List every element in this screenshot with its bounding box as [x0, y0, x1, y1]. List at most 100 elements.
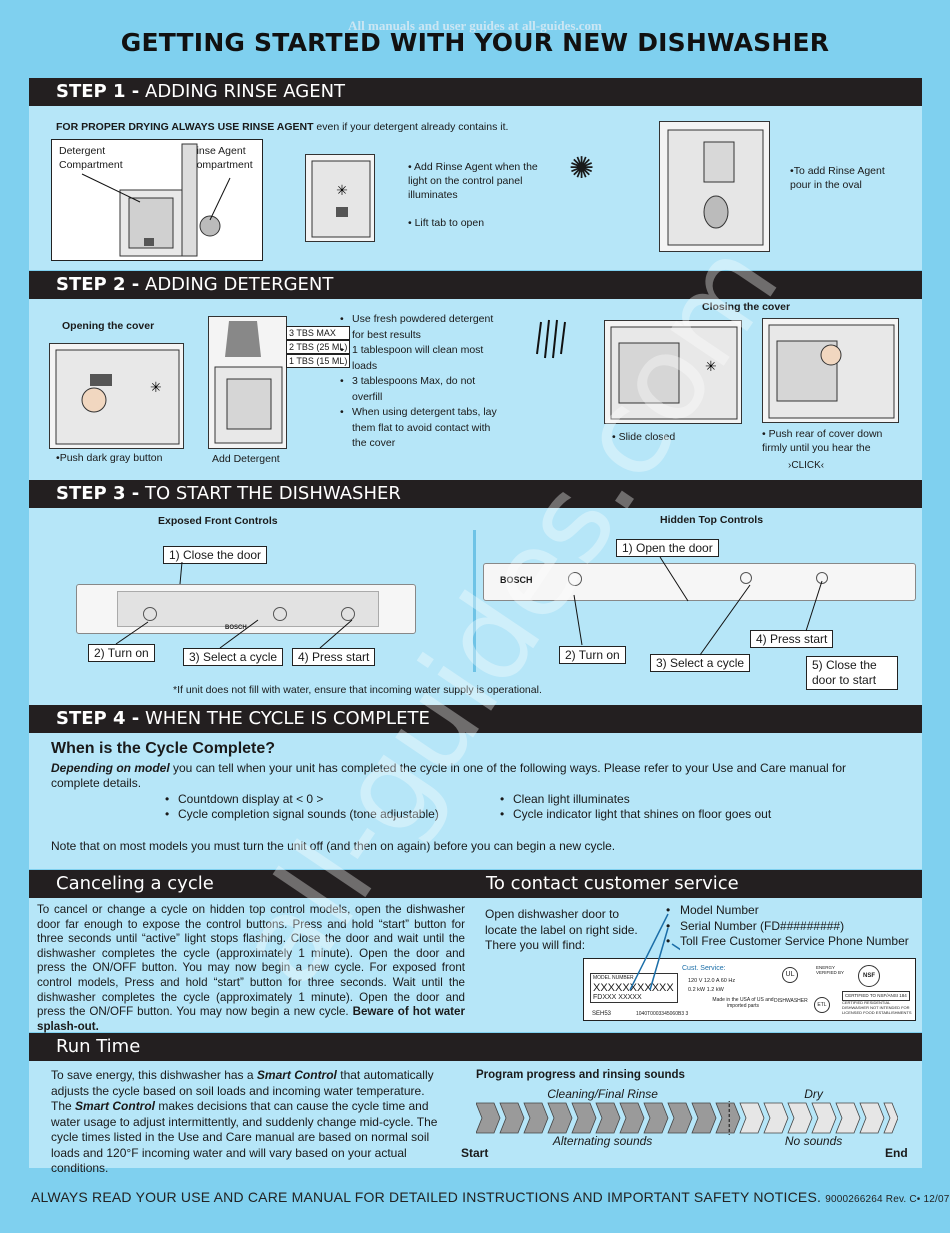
- step1-heading: STEP 1 - ADDING RINSE AGENT: [29, 78, 922, 106]
- completion-signs-left: Countdown display at < 0 > Cycle complet…: [165, 792, 439, 822]
- label-model-number: XXXXXXXXXXX: [593, 982, 674, 994]
- runtime-body-text: makes decisions that can cause the cycle…: [51, 1099, 438, 1175]
- runtime-heading: Run Time: [29, 1033, 922, 1061]
- top-control-panel: BOSCH: [483, 563, 916, 601]
- progress-start-label: Start: [461, 1146, 489, 1160]
- completion-sign: Countdown display at < 0 >: [165, 792, 439, 807]
- compartment-illustration: [81, 143, 231, 257]
- push-rear-text: Push rear of cover down firmly until you…: [762, 428, 883, 454]
- top-callout-lines: [573, 556, 823, 656]
- click-text: CLICK: [791, 460, 821, 471]
- watermark-top: All manuals and user guides at all-guide…: [348, 18, 602, 33]
- step2-heading-number: STEP 2 -: [56, 274, 140, 295]
- label-model-header: MODEL NUMBER: [593, 975, 634, 981]
- cancel-contact-bar: Canceling a cycle To contact customer se…: [29, 870, 922, 898]
- step2-heading-text: ADDING DETERGENT: [145, 274, 334, 295]
- push-button-caption: •Push dark gray button: [56, 451, 162, 465]
- progress-segment-cleaning: [499, 1102, 525, 1134]
- phase-cleaning-label: Cleaning/Final Rinse: [547, 1087, 658, 1101]
- top-cycle-button[interactable]: [740, 572, 752, 584]
- pour-oval-illustration: [659, 121, 770, 252]
- slide-closed-text: Slide closed: [618, 431, 676, 443]
- step4-heading: STEP 4 - WHEN THE CYCLE IS COMPLETE: [29, 705, 922, 733]
- step3-heading: STEP 3 - TO START THE DISHWASHER: [29, 480, 922, 508]
- step3-divider: [473, 530, 476, 672]
- lift-tab-note: • Lift tab to open: [408, 216, 484, 230]
- cancel-body-text: To cancel or change a cycle on hidden to…: [37, 903, 465, 1019]
- bullet-dot: •: [408, 217, 415, 229]
- label-cust-service: Cust. Service:: [682, 965, 726, 972]
- completion-sign: Clean light illuminates: [500, 792, 771, 807]
- slide-closed-caption: • Slide closed: [612, 430, 675, 444]
- cancel-warning: Beware of hot water splash-out.: [37, 1005, 465, 1033]
- program-progress-title: Program progress and rinsing sounds: [476, 1069, 685, 1081]
- etl-logo: ETL: [814, 997, 830, 1013]
- click-label: ›CLICK‹: [788, 460, 825, 471]
- runtime-body-text: To save energy, this dishwasher has a: [51, 1068, 257, 1082]
- front-step-press-start: 4) Press start: [292, 648, 376, 666]
- progress-segment-dry: [859, 1102, 885, 1134]
- progress-segment-cleaning: [667, 1102, 693, 1134]
- progress-segment-cleaning: [691, 1102, 717, 1134]
- step3-heading-number: STEP 3 -: [56, 483, 140, 504]
- cycle-complete-intro: Depending on model you can tell when you…: [51, 761, 897, 791]
- pour-oval-text: To add Rinse Agent pour in the oval: [790, 165, 885, 191]
- front-callout-lines: [115, 561, 353, 649]
- open-cover-illustration: ✳: [49, 343, 184, 449]
- front-cycle-knob[interactable]: [273, 607, 287, 621]
- indicator-light-icon: ✺: [569, 151, 595, 186]
- restart-note: Note that on most models you must turn t…: [51, 839, 616, 853]
- step1-intro: FOR PROPER DRYING ALWAYS USE RINSE AGENT…: [56, 120, 508, 134]
- runtime-body: To save energy, this dishwasher has a Sm…: [51, 1068, 448, 1177]
- cancel-heading: Canceling a cycle: [56, 873, 214, 894]
- top-power-button[interactable]: [568, 572, 582, 586]
- push-rear-illustration: [762, 318, 899, 423]
- progress-segment-cleaning: [547, 1102, 573, 1134]
- svg-text:✳: ✳: [336, 183, 348, 199]
- front-control-panel: BOSCH: [76, 584, 416, 634]
- front-power-knob[interactable]: [143, 607, 157, 621]
- detergent-tip: 3 tablespoons Max, do not overfill: [340, 374, 498, 405]
- bullet-dot: •: [612, 431, 619, 443]
- pour-oval-note: •To add Rinse Agent pour in the oval: [790, 164, 902, 192]
- progress-segment-cleaning: [619, 1102, 645, 1134]
- step1-intro-bold: FOR PROPER DRYING ALWAYS USE RINSE AGENT: [56, 121, 314, 133]
- opening-cover-title: Opening the cover: [62, 320, 155, 332]
- detergent-tips: Use fresh powdered detergent for best re…: [340, 312, 498, 452]
- footer-text: ALWAYS READ YOUR USE AND CARE MANUAL FOR…: [31, 1189, 822, 1205]
- add-detergent-illustration: [208, 316, 287, 449]
- sound-none-label: No sounds: [784, 1134, 843, 1148]
- top-start-button[interactable]: [816, 572, 828, 584]
- step1-heading-number: STEP 1 -: [56, 81, 140, 102]
- top-step-open-door: 1) Open the door: [616, 539, 719, 557]
- front-start-button[interactable]: [341, 607, 355, 621]
- step1-intro-rest: even if your detergent already contains …: [313, 121, 509, 133]
- top-step-close-door: 5) Close the door to start: [806, 656, 898, 690]
- bullet-dot: •: [790, 165, 794, 177]
- exposed-controls-title: Exposed Front Controls: [158, 515, 278, 527]
- contact-item: Toll Free Customer Service Phone Number: [666, 934, 909, 950]
- hidden-controls-title: Hidden Top Controls: [660, 514, 764, 526]
- progress-segment-cleaning: [595, 1102, 621, 1134]
- top-step-press-start: 4) Press start: [750, 630, 834, 648]
- step2-heading: STEP 2 - ADDING DETERGENT: [29, 271, 922, 299]
- bullet-dot: •: [408, 161, 415, 173]
- step4-heading-text: WHEN THE CYCLE IS COMPLETE: [145, 708, 430, 729]
- footer-code: 9000266264 Rev. C• 12/07: [825, 1194, 950, 1205]
- front-panel-strip: [117, 591, 379, 627]
- progress-segment-cleaning: [523, 1102, 549, 1134]
- closing-cover-title: Closing the cover: [702, 301, 791, 313]
- rating-label: MODEL NUMBER XXXXXXXXXXX FDXXX XXXXX SEH…: [583, 958, 916, 1021]
- label-fd-number: FDXXX XXXXX: [593, 994, 642, 1001]
- label-nsf-small: CERTIFIED RESIDENTIAL DISHWASHER NOT INT…: [842, 1000, 912, 1015]
- svg-text:✳: ✳: [705, 359, 717, 375]
- top-brand: BOSCH: [500, 575, 533, 585]
- top-step-select-cycle: 3) Select a cycle: [650, 654, 751, 672]
- cycle-complete-subheading: When is the Cycle Complete?: [51, 740, 276, 757]
- contact-items: Model Number Serial Number (FD#########)…: [666, 903, 909, 950]
- footer: ALWAYS READ YOUR USE AND CARE MANUAL FOR…: [31, 1189, 950, 1205]
- top-step-turn-on: 2) Turn on: [559, 646, 626, 664]
- cycle-complete-intro-em: Depending on model: [51, 761, 170, 775]
- label-made: Made in the USA of US and imported parts: [712, 997, 774, 1009]
- contact-item: Model Number: [666, 903, 909, 919]
